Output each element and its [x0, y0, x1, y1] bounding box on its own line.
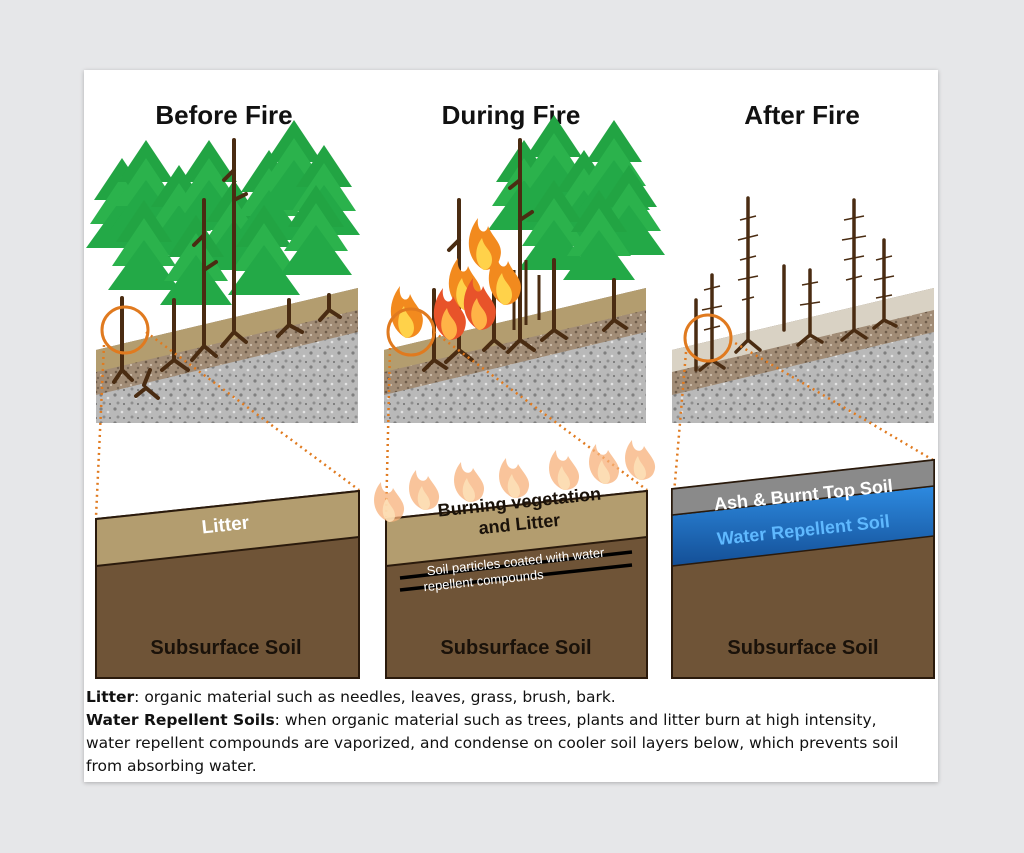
fire-soil-diagram: Litter Subsurface Soil Burning vegetatio… [86, 115, 935, 679]
label-subsurface-before: Subsurface Soil [150, 637, 301, 659]
caption-wrs-term: Water Repellent Soils [86, 711, 275, 729]
section-after: Ash & Burnt Top Soil Water Repellent Soi… [671, 458, 935, 679]
caption: Litter: organic material such as needles… [86, 686, 916, 778]
callout-lines [94, 330, 934, 518]
label-subsurface-during: Subsurface Soil [440, 637, 591, 659]
section-before: Litter Subsurface Soil [95, 489, 360, 679]
figure-card: Before Fire During Fire After Fire [84, 70, 938, 782]
panel-during-scene [384, 115, 665, 423]
caption-litter-term: Litter [86, 688, 135, 706]
panel-after-scene [672, 196, 934, 423]
caption-water-repellent: Water Repellent Soils: when organic mate… [86, 709, 916, 778]
caption-wrs-def: : when organic material such as trees, p… [86, 711, 899, 775]
label-subsurface-after: Subsurface Soil [727, 637, 878, 659]
caption-litter: Litter: organic material such as needles… [86, 686, 916, 709]
panel-title-after: After Fire [744, 100, 860, 130]
section-during: Burning vegetation and Litter Soil parti… [374, 440, 656, 679]
panel-title-before: Before Fire [155, 100, 293, 130]
panel-before-scene [86, 120, 360, 423]
label-litter: Litter [201, 513, 251, 539]
caption-litter-def: : organic material such as needles, leav… [134, 688, 616, 706]
